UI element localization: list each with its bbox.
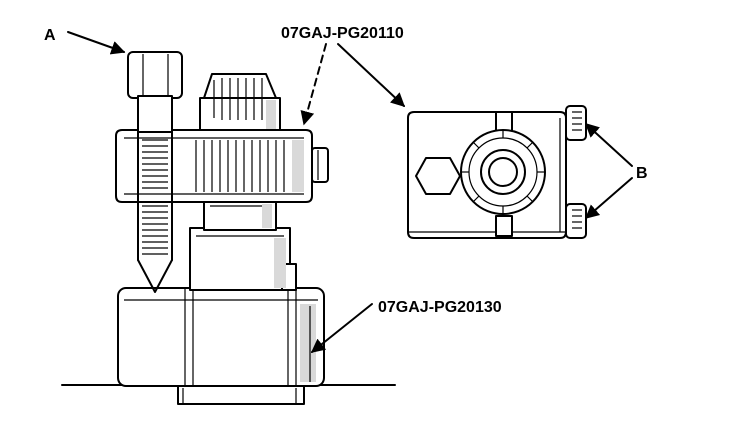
callout-upper-tool: 07GAJ-PG20110 — [281, 25, 404, 42]
callout-a: A — [44, 27, 56, 44]
adjust-screw-top — [565, 105, 587, 141]
upper-tool-plan-view — [407, 105, 587, 239]
shaft-body — [189, 199, 297, 291]
callout-b: B — [636, 165, 648, 182]
adjust-screw-bottom — [565, 203, 587, 239]
upper-tool-clamp-side — [115, 129, 329, 203]
leader-b-bottom — [584, 177, 633, 219]
lower-tool-block — [117, 287, 325, 405]
callout-lower-tool: 07GAJ-PG20130 — [378, 299, 502, 316]
hex-bolt-icon — [415, 157, 461, 195]
side-bolt-head — [311, 147, 329, 183]
leader-a — [67, 31, 126, 55]
leader-lower-tool — [310, 303, 373, 353]
leader-upper-tool-plan — [337, 43, 406, 107]
leader-b-top — [584, 123, 633, 167]
leader-upper-tool-side — [300, 43, 327, 126]
press-bolt-a — [127, 51, 183, 293]
